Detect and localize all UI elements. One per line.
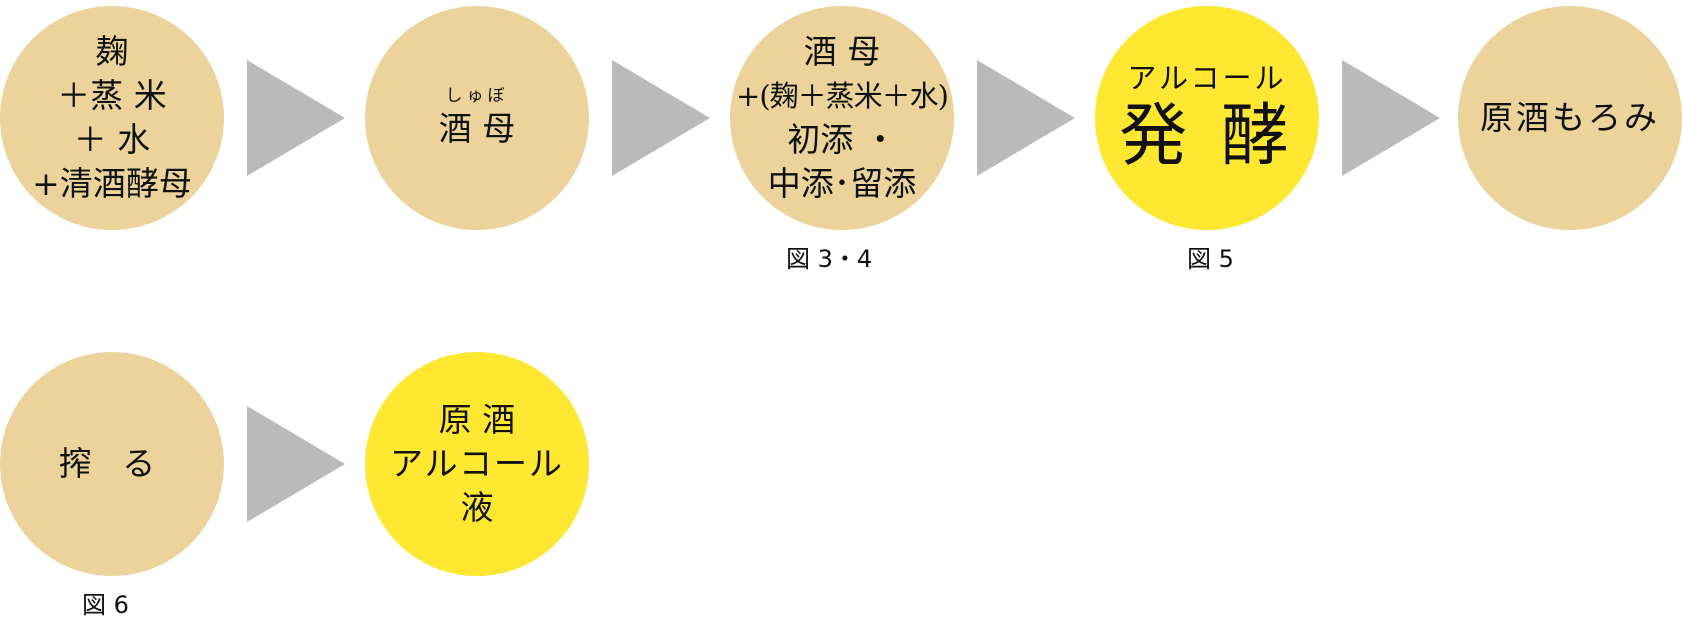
arrow-5-icon [247, 406, 345, 522]
step-genshu-alcohol-liquid: 原 酒 アルコール 液 [365, 352, 589, 576]
arrow-3-icon [977, 60, 1075, 176]
step-7-line-2: アルコール [389, 444, 564, 483]
caption-fig-6: 図 6 [82, 591, 129, 619]
step-1-line-3: ＋ 水 [73, 120, 151, 159]
arrow-2-icon [612, 60, 710, 176]
step-pressing: 搾 る [0, 352, 224, 576]
step-4-line-1: アルコール [1127, 61, 1287, 95]
step-2-line-1: 酒 母 [438, 109, 516, 148]
caption-fig-5: 図 5 [1187, 245, 1234, 273]
step-5-line-1: 原酒もろみ [1480, 98, 1660, 137]
step-3-line-4: 中添･留添 [767, 164, 917, 203]
step-7-line-1: 原 酒 [438, 400, 516, 439]
step-7-line-3: 液 [460, 488, 494, 527]
caption-fig-3-4: 図 3・4 [786, 245, 873, 273]
step-1-line-2: ＋蒸 米 [57, 76, 167, 115]
step-1-line-4: +清酒酵母 [32, 164, 192, 203]
step-shubo: しゅぼ 酒 母 [365, 6, 589, 230]
step-genshu-moromi: 原酒もろみ [1458, 6, 1682, 230]
step-3-line-2: +(麹＋蒸米＋水) [736, 79, 949, 113]
arrow-4-icon [1342, 60, 1440, 176]
step-shubo-additions: 酒 母 +(麹＋蒸米＋水) 初添 ・ 中添･留添 [730, 6, 954, 230]
arrow-1-icon [247, 60, 345, 176]
step-6-line-1: 搾 る [58, 444, 166, 483]
step-4-line-2: 発 酵 [1119, 97, 1295, 176]
step-alcohol-fermentation: アルコール 発 酵 [1095, 6, 1319, 230]
step-1-line-1: 麹 [95, 32, 129, 71]
step-3-line-1: 酒 母 [803, 32, 881, 71]
step-3-line-3: 初添 ・ [787, 120, 897, 159]
step-koji-rice-water-yeast: 麹 ＋蒸 米 ＋ 水 +清酒酵母 [0, 6, 224, 230]
shubo-ruby: しゅぼ [445, 86, 509, 106]
